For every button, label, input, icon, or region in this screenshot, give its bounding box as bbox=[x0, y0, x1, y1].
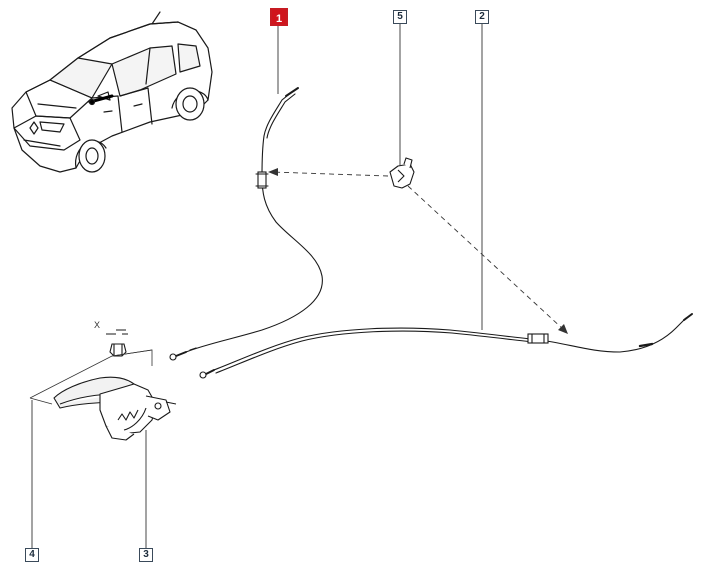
callout-1[interactable]: 1 bbox=[270, 8, 288, 26]
parking-brake-lever-icon bbox=[53, 376, 177, 441]
axis-marker-x: X bbox=[94, 320, 101, 330]
cable-right bbox=[199, 313, 693, 379]
car-location-icon bbox=[11, 11, 213, 173]
leader-lines bbox=[31, 24, 483, 548]
arrow-heads bbox=[268, 168, 568, 334]
callout-4[interactable]: 4 bbox=[25, 548, 39, 562]
callout-2[interactable]: 2 bbox=[475, 10, 489, 24]
cable-left bbox=[169, 87, 323, 361]
callout-5[interactable]: 5 bbox=[393, 10, 407, 24]
assembly-arrows bbox=[271, 171, 565, 331]
callout-3[interactable]: 3 bbox=[139, 548, 153, 562]
cable-clip-icon bbox=[389, 157, 415, 189]
nut-icon bbox=[106, 329, 128, 357]
floor-outline bbox=[29, 349, 153, 405]
